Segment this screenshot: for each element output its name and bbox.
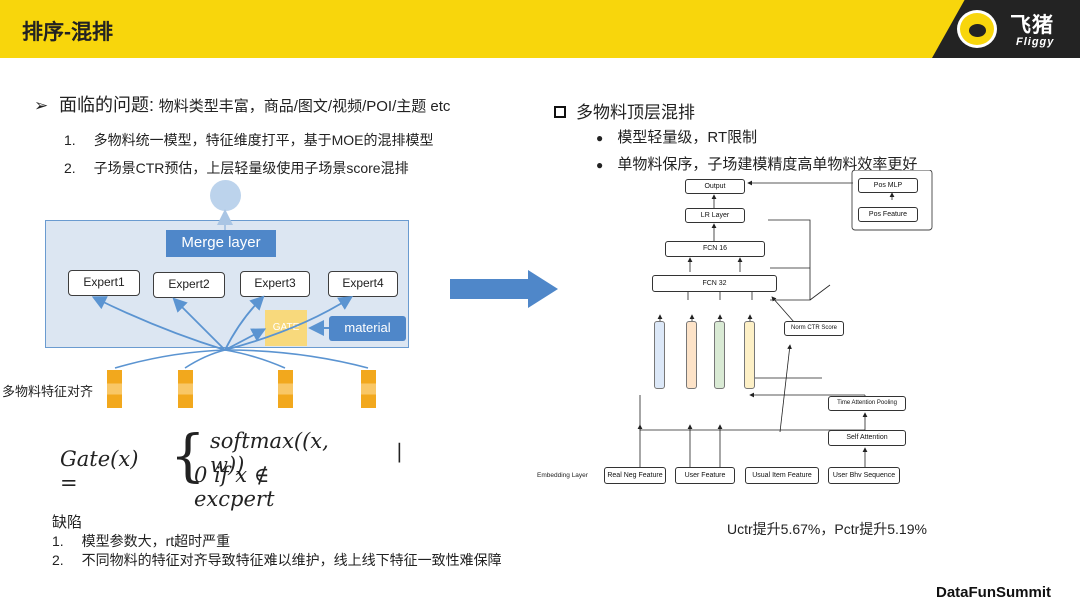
item-number: 1. — [64, 132, 76, 148]
right-title: 多物料顶层混排 — [576, 103, 695, 122]
problem-title: 面临的问题: — [58, 95, 154, 115]
problem-item-1: 1. 多物料统一模型，特征维度打平，基于MOE的混排模型 — [64, 130, 433, 150]
feature-bar — [361, 370, 376, 408]
problem-line: ➢ 面临的问题: 物料类型丰富，商品/图文/视频/POI/主题 etc — [34, 91, 450, 117]
item-text: 子场景CTR预估，上层轻量级使用子场景score混排 — [93, 160, 409, 176]
input-real-neg: Real Neg Feature — [604, 467, 666, 484]
feature-vector-bar — [744, 321, 755, 389]
item-text: 多物料统一模型，特征维度打平，基于MOE的混排模型 — [93, 132, 434, 148]
defects-title: 缺陷 — [52, 514, 83, 531]
item-number: 1. — [52, 533, 64, 549]
expert-4: Expert4 — [328, 271, 398, 297]
pos-feature-box: Pos Feature — [858, 207, 918, 222]
item-text: 不同物料的特征对齐导致特征难以维护，线上线下特征一致性难保障 — [81, 552, 502, 568]
expert-1: Expert1 — [68, 270, 140, 296]
input-usual-item: Usual Item Feature — [745, 467, 819, 484]
formula-row-1: softmax((x, w)) — [210, 429, 329, 477]
fcn32-box: FCN 32 — [652, 275, 777, 292]
dot-bullet-icon: ● — [596, 131, 604, 145]
dot-bullet-icon: ● — [596, 158, 604, 172]
formula-row-2: 0 if x ∉ excpert — [194, 463, 275, 511]
merge-layer: Merge layer — [166, 230, 276, 257]
input-user-feature: User Feature — [675, 467, 735, 484]
problem-text: 物料类型丰富，商品/图文/视频/POI/主题 etc — [158, 98, 451, 115]
header-logo-band — [932, 0, 1080, 58]
bullet-text: 模型轻量级，RT限制 — [617, 129, 758, 146]
transition-arrow-icon — [450, 270, 558, 308]
self-attention-box: Self Attention — [828, 430, 906, 446]
problem-item-2: 2. 子场景CTR预估，上层轻量级使用子场景score混排 — [64, 158, 409, 178]
feature-bar — [178, 370, 193, 408]
time-attention-box: Time Attention Pooling — [828, 396, 906, 411]
network-connections — [637, 170, 933, 468]
lr-layer-box: LR Layer — [685, 208, 745, 223]
footer-brand: DataFunSummit — [936, 584, 1052, 601]
output-node-box: Output — [685, 179, 745, 194]
feature-bar — [107, 370, 122, 408]
fliggy-pig-icon — [957, 10, 997, 48]
gate-block: GATE — [265, 310, 307, 346]
defect-item-1: 1. 模型参数大，rt超时严重 — [52, 531, 230, 551]
output-node — [210, 180, 241, 211]
bullet-text: 单物料保序，子场建模精度高单物料效率更好 — [617, 156, 918, 173]
moe-connections — [91, 209, 369, 369]
formula-cursor: | — [396, 439, 403, 463]
item-number: 2. — [64, 160, 76, 176]
item-number: 2. — [52, 552, 64, 568]
square-bullet-icon — [554, 106, 566, 118]
feature-vector-bar — [686, 321, 697, 389]
defect-item-2: 2. 不同物料的特征对齐导致特征难以维护，线上线下特征一致性难保障 — [52, 550, 502, 570]
logo-text-cn: 飞猪 — [1010, 14, 1054, 37]
item-text: 模型参数大，rt超时严重 — [81, 533, 231, 549]
input-user-bhv: User Bhv Sequence — [828, 467, 900, 484]
right-bullet-1: ● 模型轻量级，RT限制 — [596, 126, 757, 147]
right-title-line: 多物料顶层混排 — [554, 98, 695, 123]
formula-lhs: Gate(x) = — [60, 447, 139, 495]
formula-brace: { — [170, 424, 206, 489]
material-block: material — [329, 316, 406, 341]
norm-ctr-box: Norm CTR Score — [784, 321, 844, 336]
feature-vector-bar — [714, 321, 725, 389]
features-label: 多物料特征对齐 — [2, 384, 94, 399]
page-title: 排序-混排 — [22, 21, 113, 44]
right-bullet-2: ● 单物料保序，子场建模精度高单物料效率更好 — [596, 153, 917, 174]
feature-vector-bar — [654, 321, 665, 389]
arrow-bullet-icon: ➢ — [34, 96, 49, 115]
expert-3: Expert3 — [240, 271, 310, 297]
feature-bar — [278, 370, 293, 408]
embedding-layer-label: Embedding Layer — [537, 472, 588, 479]
result-text: Uctr提升5.67%，Pctr提升5.19% — [727, 521, 927, 537]
fcn16-box: FCN 16 — [665, 241, 765, 257]
pos-mlp-box: Pos MLP — [858, 178, 918, 193]
logo-text-en: Fliggy — [1016, 36, 1055, 48]
expert-2: Expert2 — [153, 272, 225, 298]
header-bar: 排序-混排 — [0, 0, 1080, 58]
